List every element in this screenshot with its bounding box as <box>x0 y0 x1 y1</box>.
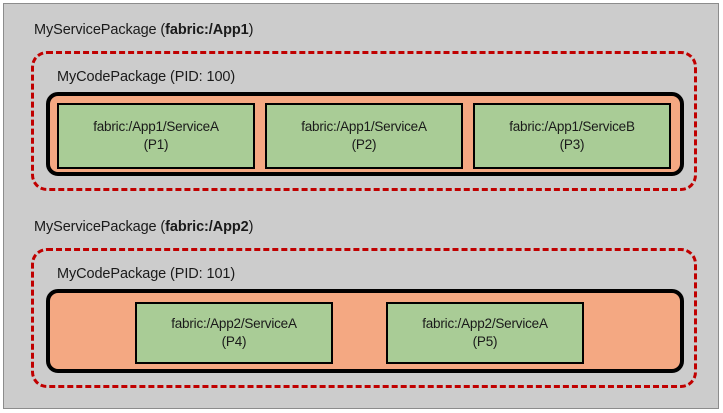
code-package-title-app1: MyCodePackage (PID: 100) <box>57 69 236 85</box>
service-package-prefix: MyServicePackage ( <box>34 22 166 38</box>
service-package-name: fabric:/App2 <box>165 219 249 235</box>
service-name: fabric:/App1/ServiceB <box>509 119 635 135</box>
service-box: fabric:/App1/ServiceB (P3) <box>473 103 671 169</box>
application-section-app1: MyServicePackage (fabric:/App1) MyCodePa… <box>4 4 718 204</box>
code-package-box-app2: fabric:/App2/ServiceA (P4) fabric:/App2/… <box>46 289 684 373</box>
service-replica-id: (P3) <box>559 137 585 152</box>
service-name: fabric:/App1/ServiceA <box>301 119 427 135</box>
service-name: fabric:/App1/ServiceA <box>93 119 219 135</box>
service-name: fabric:/App2/ServiceA <box>171 316 297 332</box>
service-package-name: fabric:/App1 <box>165 22 249 38</box>
service-box: fabric:/App1/ServiceA (P1) <box>57 103 255 169</box>
code-package-title-app2: MyCodePackage (PID: 101) <box>57 266 236 282</box>
service-replica-id: (P4) <box>221 334 247 349</box>
service-name: fabric:/App2/ServiceA <box>422 316 548 332</box>
service-package-suffix: ) <box>248 219 254 235</box>
application-section-app2: MyServicePackage (fabric:/App2) MyCodePa… <box>4 204 718 410</box>
service-package-title-app1: MyServicePackage (fabric:/App1) <box>34 22 253 38</box>
diagram-canvas: MyServicePackage (fabric:/App1) MyCodePa… <box>3 3 719 409</box>
application-boundary-app2 <box>31 248 697 388</box>
application-boundary-app1 <box>31 51 697 191</box>
service-box: fabric:/App2/ServiceA (P4) <box>135 302 333 364</box>
service-package-suffix: ) <box>248 22 254 38</box>
code-package-box-app1: fabric:/App1/ServiceA (P1) fabric:/App1/… <box>46 92 684 176</box>
service-replica-id: (P5) <box>472 334 498 349</box>
service-package-prefix: MyServicePackage ( <box>34 219 166 235</box>
service-replica-id: (P1) <box>143 137 169 152</box>
service-box: fabric:/App1/ServiceA (P2) <box>265 103 463 169</box>
service-package-title-app2: MyServicePackage (fabric:/App2) <box>34 219 253 235</box>
service-box: fabric:/App2/ServiceA (P5) <box>386 302 584 364</box>
service-replica-id: (P2) <box>351 137 377 152</box>
